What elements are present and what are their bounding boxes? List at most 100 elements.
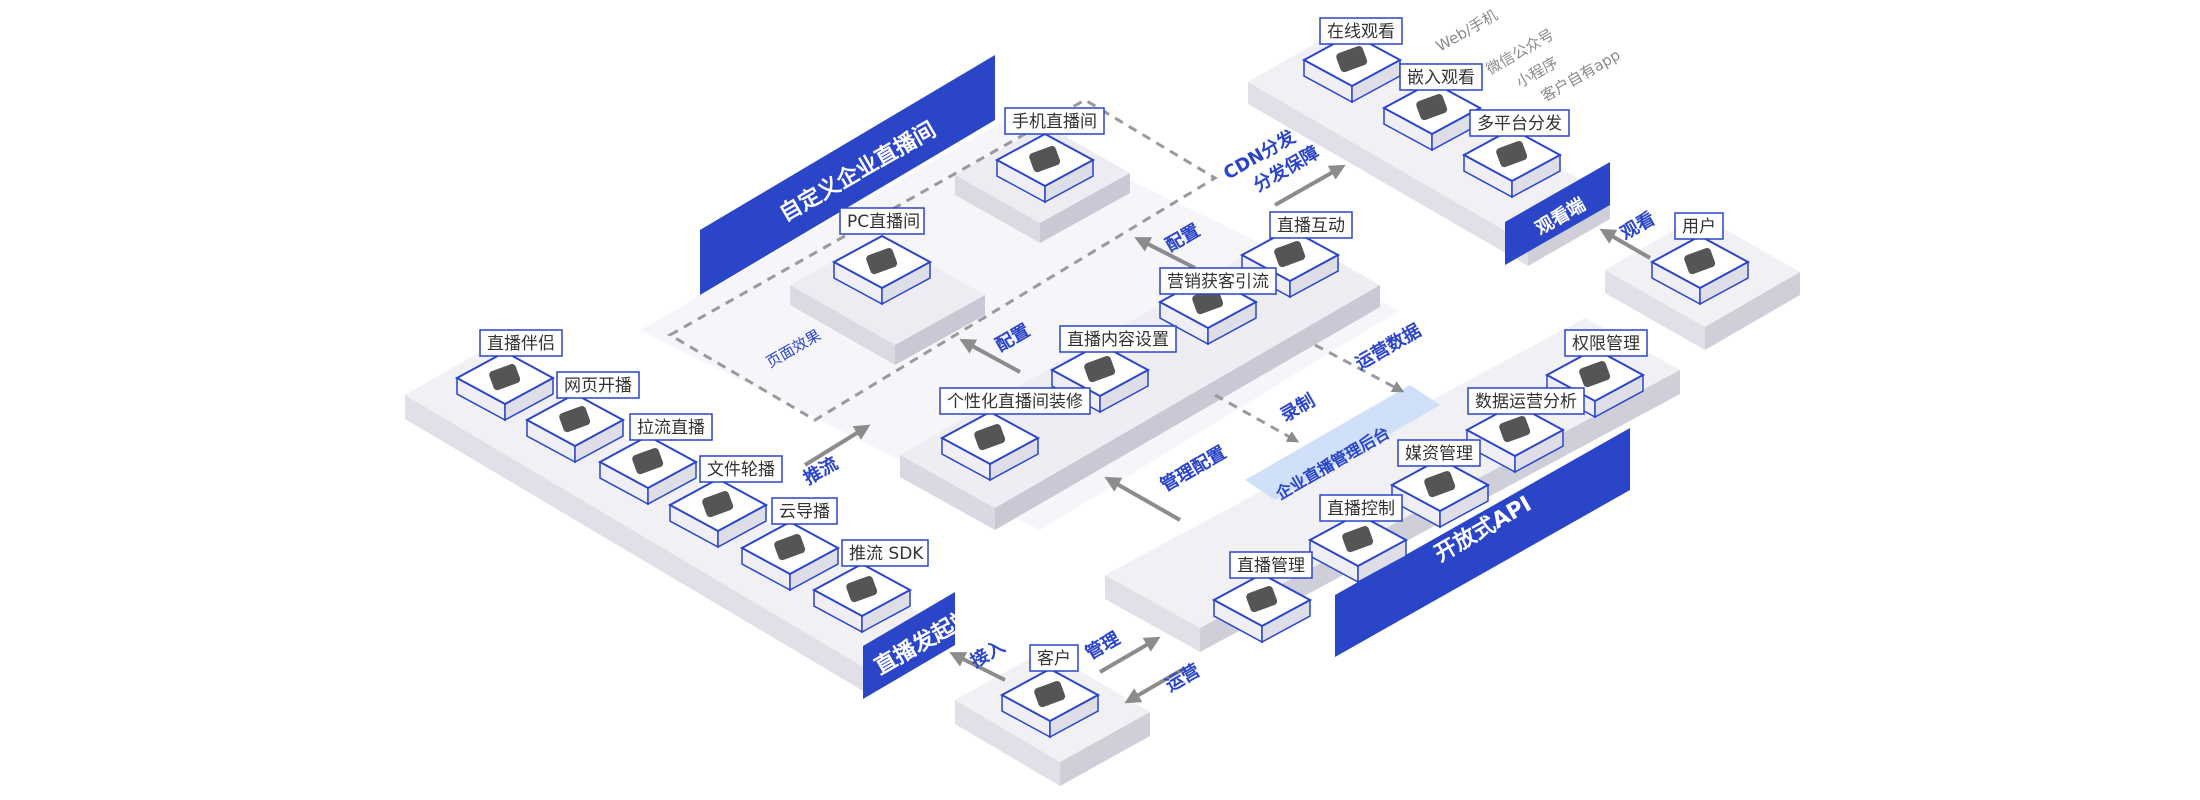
bc-cloud-label: 云导播: [771, 497, 838, 525]
multi-platform-label: 多平台分发: [1469, 109, 1570, 137]
pc-room-label: PC直播间: [839, 207, 925, 235]
live-control-label-text: 直播控制: [1327, 499, 1395, 519]
monitor-icon: [866, 248, 898, 275]
arrow-label-watch: 观看: [1617, 207, 1659, 244]
mobile-room-label-text: 手机直播间: [1012, 112, 1097, 132]
bc-pull-label: 拉流直播: [629, 413, 713, 441]
server-icon: [632, 448, 664, 475]
content-setting-label: 直播内容设置: [1059, 325, 1177, 353]
arrow-config-lower: [959, 338, 1021, 374]
bc-pull-label-text: 拉流直播: [637, 418, 705, 438]
arrow-manage: [1098, 636, 1161, 674]
online-watch-label-text: 在线观看: [1327, 22, 1395, 42]
arrow-ops: [1124, 666, 1187, 704]
online-watch-tile: [1301, 32, 1403, 104]
multi-platform-label-text: 多平台分发: [1477, 114, 1562, 134]
bc-web-label: 网页开播: [556, 371, 640, 399]
arrow-push: [803, 424, 871, 467]
arrow-label-record: 录制: [1277, 390, 1319, 426]
user-label: 用户: [1674, 212, 1724, 240]
backend-highlight: [1245, 385, 1440, 500]
customer-tile: [999, 667, 1101, 739]
pc-room-tile: [831, 234, 933, 306]
bc-companion-label-text: 直播伴侣: [487, 334, 555, 354]
cloud-icon: [774, 534, 806, 561]
arrow-watch: [1599, 228, 1652, 260]
arrows: [803, 164, 1652, 704]
arrow-cdn: [1274, 164, 1346, 207]
live-control-label: 直播控制: [1319, 494, 1403, 522]
live-interact-label: 直播互动: [1269, 211, 1353, 239]
web-video-icon: [559, 406, 591, 433]
pc-room-label-text: PC直播间: [847, 212, 920, 232]
play-icon: [1084, 356, 1116, 383]
arrow-ops-data: [1314, 343, 1405, 393]
mobile-room-tile: [994, 132, 1096, 204]
chart-icon: [1499, 416, 1531, 443]
tv-icon: [1336, 46, 1368, 73]
arrow-label-push: 推流: [800, 452, 842, 489]
bc-file-tile: [667, 477, 769, 549]
customer-label: 客户: [1029, 644, 1079, 672]
arrow-access: [949, 652, 1006, 682]
content-setting-label-text: 直播内容设置: [1067, 330, 1169, 350]
embed-watch-label: 嵌入观看: [1399, 63, 1483, 91]
bc-cloud-label-text: 云导播: [779, 502, 830, 522]
user-plus-icon: [489, 364, 521, 391]
arrow-label-access: 接入: [967, 635, 1009, 672]
person-icon: [1034, 681, 1066, 708]
user-tile: [1649, 234, 1751, 306]
bc-file-label-text: 文件轮播: [707, 460, 775, 480]
live-manage-label: 直播管理: [1229, 551, 1313, 579]
perm-mgmt-label-text: 权限管理: [1572, 334, 1640, 354]
arrow-manage-cfg: [1104, 476, 1181, 522]
live-interact-label-text: 直播互动: [1277, 216, 1345, 236]
marketing-label-text: 营销获客引流: [1167, 272, 1269, 292]
embed-watch-tile: [1381, 80, 1483, 152]
node-labels: 手机直播间 PC直播间 在线观看嵌入观看多平台分发直播互动营销获客引流直播内容设置个…: [479, 17, 1724, 672]
center-background-area: [640, 120, 1400, 530]
arrow-label-manage: 管理: [1082, 627, 1124, 664]
multi-platform-tile: [1461, 127, 1563, 199]
dashed-room-outline: [666, 98, 1218, 422]
chat-icon: [1274, 241, 1306, 268]
online-watch-label: 在线观看: [1319, 17, 1403, 45]
analytics-label-text: 数据运营分析: [1475, 392, 1577, 412]
room-decor-tile: [939, 410, 1041, 482]
bc-cloud-tile: [739, 520, 841, 592]
bc-web-tile: [524, 392, 626, 464]
live-control-tile: [1307, 512, 1409, 584]
bc-sdk-label: 推流 SDK: [841, 539, 929, 567]
bc-file-label: 文件轮播: [699, 455, 783, 483]
live-manage-label-text: 直播管理: [1237, 556, 1305, 576]
bc-companion-tile: [454, 350, 556, 422]
stack-icon: [846, 576, 878, 603]
mobile-room-label: 手机直播间: [1004, 107, 1105, 135]
devices-icon: [1496, 141, 1528, 168]
icon-tiles: [454, 32, 1751, 739]
viewer-note-web: Web/手机: [1433, 6, 1501, 55]
marketing-label: 营销获客引流: [1159, 267, 1277, 295]
media-mgmt-label: 媒资管理: [1397, 439, 1481, 467]
bc-sdk-label-text: 推流 SDK: [849, 544, 924, 564]
layers-icon: [702, 491, 734, 518]
media-icon: [1424, 471, 1456, 498]
camera-icon: [1342, 526, 1374, 553]
media-mgmt-label-text: 媒资管理: [1405, 444, 1473, 464]
analytics-label: 数据运营分析: [1467, 387, 1585, 415]
person-icon: [1684, 248, 1716, 275]
arrow-config-upper: [1134, 237, 1196, 270]
bc-web-label-text: 网页开播: [564, 376, 632, 396]
media-mgmt-tile: [1389, 457, 1491, 529]
embed-watch-label-text: 嵌入观看: [1407, 68, 1475, 88]
cog-icon: [1579, 361, 1611, 388]
doc-icon: [1246, 586, 1278, 613]
user-label-text: 用户: [1682, 217, 1716, 237]
customer-label-text: 客户: [1037, 649, 1071, 669]
phone-icon: [1029, 146, 1061, 173]
live-manage-tile: [1211, 572, 1313, 644]
bc-pull-tile: [597, 434, 699, 506]
room-decor-label: 个性化直播间装修: [939, 387, 1091, 415]
